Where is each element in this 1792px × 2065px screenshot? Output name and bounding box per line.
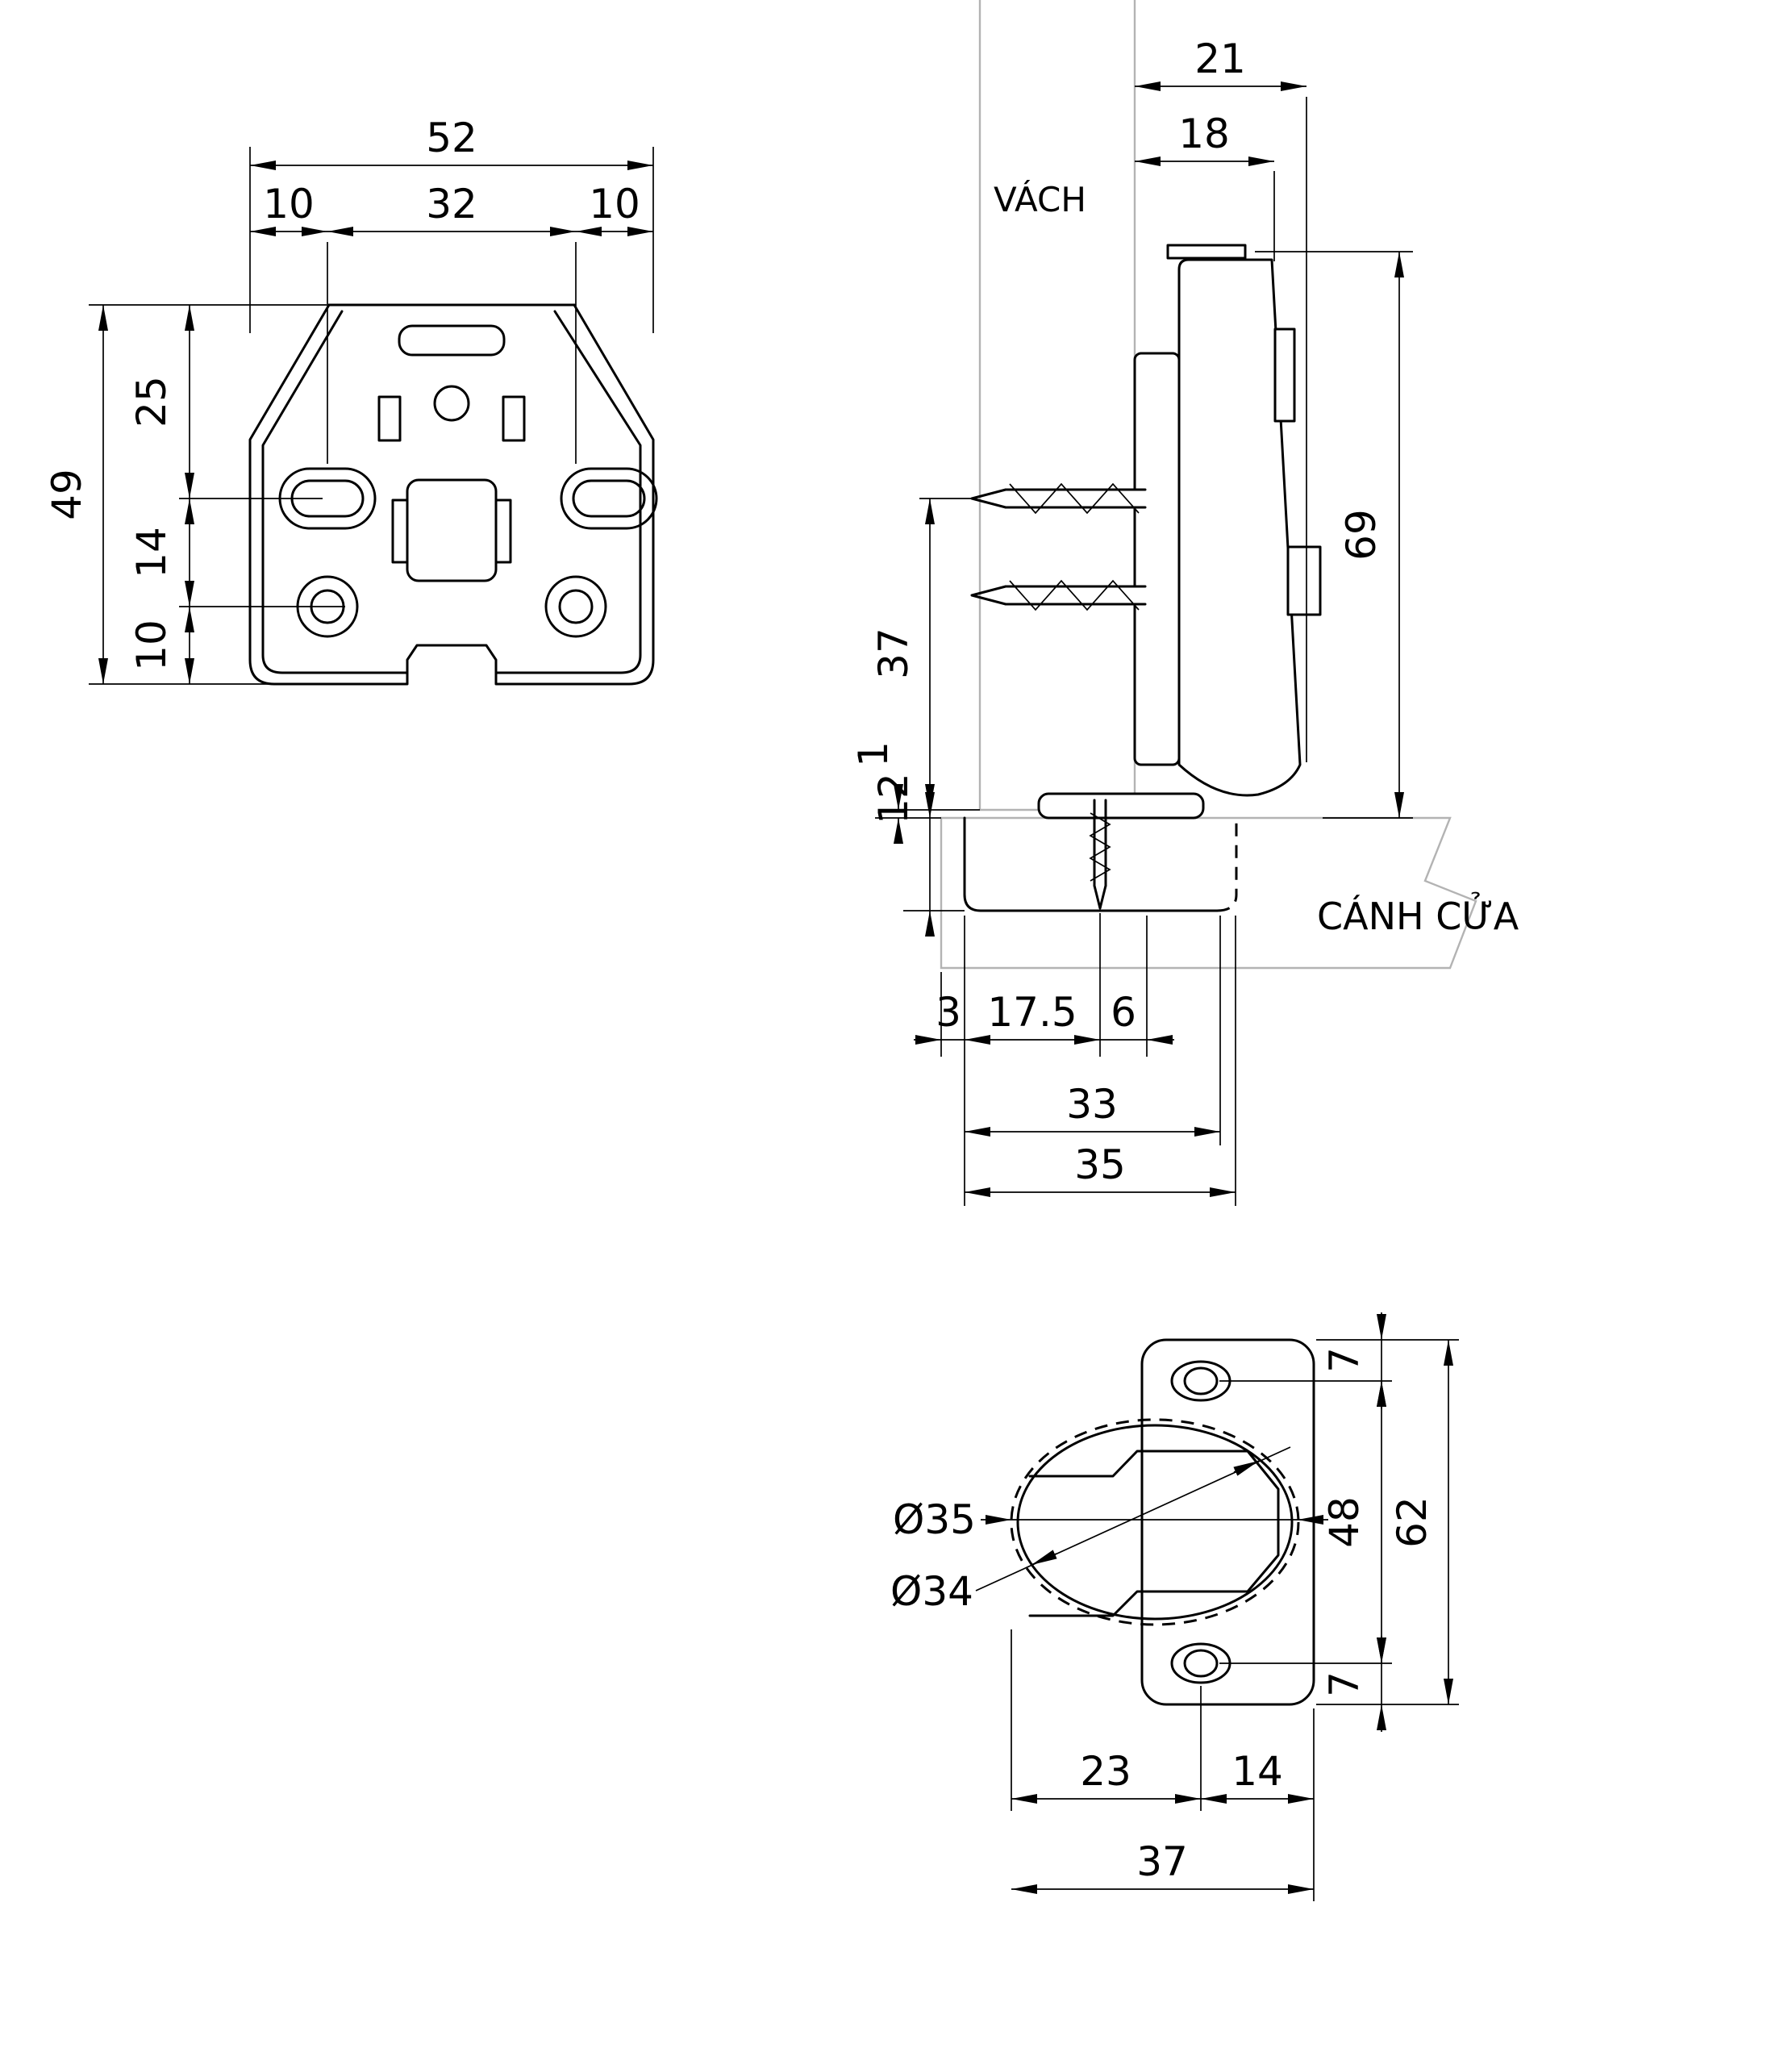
svg-text:48: 48 <box>1321 1496 1368 1548</box>
dim-plate-offsets: 10 32 10 <box>250 181 653 464</box>
svg-text:23: 23 <box>1080 1748 1131 1795</box>
dim-plate-total-height: 49 <box>44 304 327 685</box>
dim-cup-diameter: Ø34 <box>890 1446 1291 1615</box>
svg-text:21: 21 <box>1194 35 1246 82</box>
dim-overlay-21: 21 <box>1135 35 1307 762</box>
adjust-boss-upper <box>1273 327 1296 423</box>
dim-hole-spacing-48: 48 <box>1219 1380 1392 1664</box>
hinge-top-cap <box>1166 244 1247 260</box>
cup-screw <box>1089 799 1111 910</box>
wall-panel <box>978 0 1136 811</box>
svg-text:49: 49 <box>44 469 90 520</box>
svg-text:7: 7 <box>1321 1347 1368 1373</box>
dim-height-69: 69 <box>1255 251 1413 819</box>
plate-top-slot <box>398 324 506 357</box>
cam-cutout <box>1028 1450 1280 1617</box>
svg-text:37: 37 <box>870 628 917 679</box>
svg-text:Ø34: Ø34 <box>890 1568 973 1615</box>
svg-text:12: 12 <box>870 773 917 824</box>
dim-outer-diameter: Ø35 <box>893 1496 1328 1543</box>
wall-screw-lower <box>970 579 1147 611</box>
svg-text:37: 37 <box>1136 1838 1188 1885</box>
adjust-boss-lower <box>1286 545 1322 616</box>
svg-text:32: 32 <box>426 181 477 227</box>
svg-text:69: 69 <box>1338 509 1385 561</box>
plate-right-tab <box>502 395 526 442</box>
oval-slot-right <box>560 467 658 530</box>
cup-flange <box>1037 792 1205 820</box>
door-panel <box>940 816 1477 970</box>
dim-hole-offset-bottom: 7 <box>1321 1636 1386 1732</box>
cup-circles <box>1010 1418 1300 1626</box>
dim-gap-1: 1 <box>850 741 941 844</box>
dim-overlay-18: 18 <box>1135 111 1275 261</box>
dim-plate-total-width: 52 <box>249 115 654 333</box>
dim-screw-37: 37 <box>870 498 980 811</box>
cup-plate-outline <box>1140 1338 1315 1706</box>
svg-text:14: 14 <box>128 527 175 578</box>
svg-text:10: 10 <box>263 181 315 227</box>
svg-text:7: 7 <box>1321 1671 1368 1697</box>
dim-cup-bottom-rows: 3 17.5 6 33 35 <box>914 913 1236 1206</box>
plate-center-clip <box>391 478 512 582</box>
cup-face-view: Ø35 Ø34 48 62 7 <box>890 1312 1459 1901</box>
hinge-arm <box>1037 244 1322 820</box>
svg-text:Ø35: Ø35 <box>893 1496 976 1543</box>
svg-text:25: 25 <box>128 376 175 428</box>
wall-screw-upper <box>970 482 1147 515</box>
wall-label: VÁCH <box>994 179 1086 219</box>
svg-text:33: 33 <box>1066 1081 1118 1128</box>
svg-text:18: 18 <box>1178 111 1230 157</box>
svg-text:52: 52 <box>426 115 477 161</box>
svg-text:10: 10 <box>128 620 175 671</box>
svg-text:14: 14 <box>1231 1748 1283 1795</box>
plate-back-view: 52 10 32 10 49 25 14 10 <box>44 115 658 686</box>
cup-section <box>963 799 1238 912</box>
svg-text:1: 1 <box>850 741 897 767</box>
svg-text:17.5: 17.5 <box>987 989 1077 1036</box>
dim-plate-height-62: 62 <box>1316 1339 1459 1705</box>
dim-cup-depth-12: 12 <box>870 773 965 937</box>
plate-outline <box>248 303 655 686</box>
svg-text:35: 35 <box>1074 1141 1126 1188</box>
svg-text:6: 6 <box>1111 989 1136 1036</box>
dim-hole-offset-top: 7 <box>1321 1312 1386 1408</box>
dim-cup-bottom-rows: 23 14 37 <box>1011 1629 1315 1901</box>
plate-center-hole <box>433 385 470 422</box>
side-section-view: VÁCH <box>850 0 1519 1206</box>
screw-hole-right <box>544 575 607 638</box>
svg-text:3: 3 <box>936 989 961 1036</box>
svg-text:62: 62 <box>1389 1496 1436 1548</box>
dim-plate-vertical-chain: 25 14 10 <box>128 305 345 684</box>
door-label: CÁNH CỬA <box>1317 892 1519 938</box>
svg-text:10: 10 <box>589 181 640 227</box>
plate-left-tab <box>377 395 402 442</box>
